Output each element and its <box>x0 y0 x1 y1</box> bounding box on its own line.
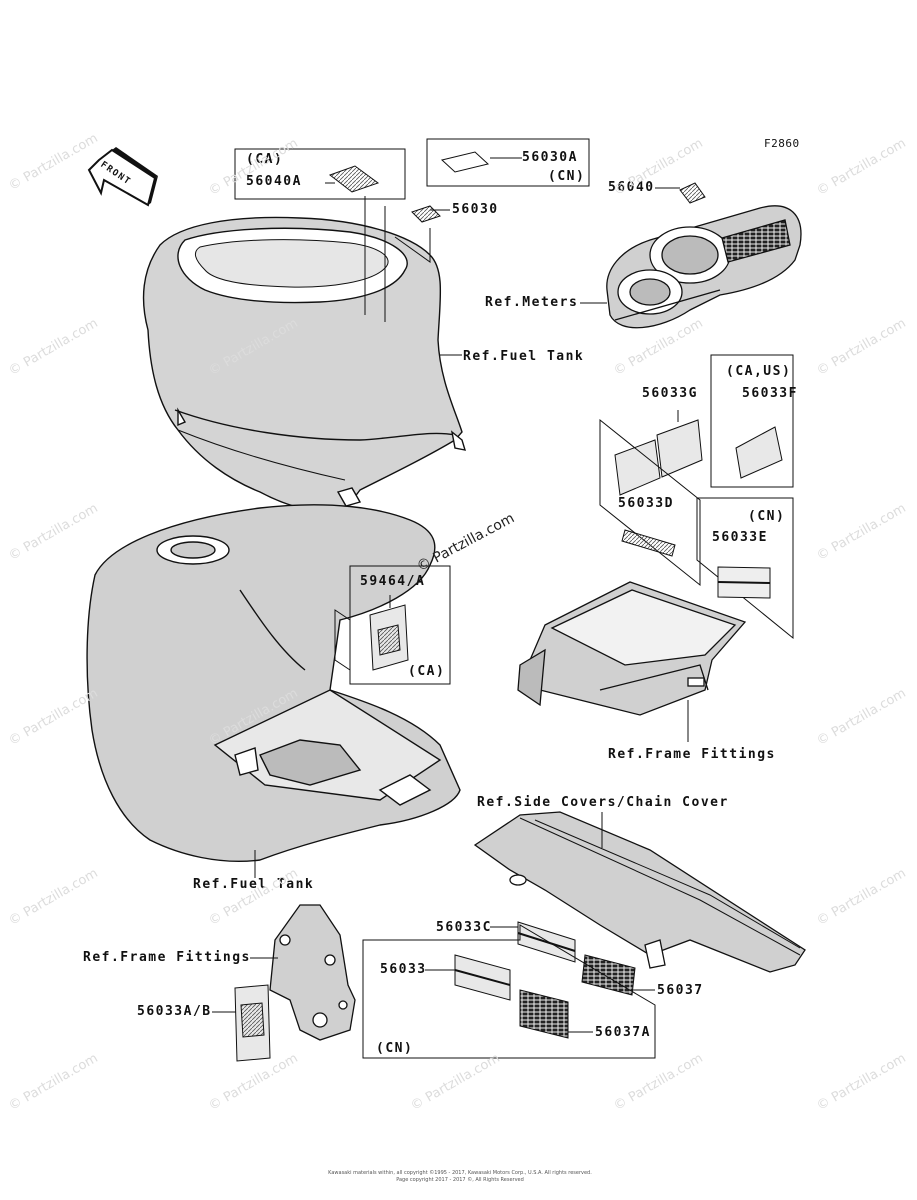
cn-box-56030a <box>426 138 590 187</box>
label-59464a: 59464/A <box>360 574 426 589</box>
label-ref-frame-fittings-left: Ref.Frame Fittings <box>83 950 251 965</box>
frame-bracket <box>269 904 356 1041</box>
frame-fittings-tray <box>517 581 747 716</box>
decal-56040 <box>679 182 706 204</box>
figure-id: F2860 <box>764 137 800 150</box>
meters-assembly <box>606 205 802 329</box>
label-ca-56040a: (CA) <box>246 152 284 167</box>
decal-56030a <box>440 151 490 173</box>
fuel-tank-cover-top <box>142 216 467 513</box>
label-cn-bottom: (CN) <box>376 1041 414 1056</box>
ca-box-56040a <box>234 148 406 200</box>
label-cn-56030a: (CN) <box>548 169 586 184</box>
label-56033: 56033 <box>380 962 427 977</box>
label-ref-fuel-tank-top: Ref.Fuel Tank <box>463 349 585 364</box>
label-ref-side-covers: Ref.Side Covers/Chain Cover <box>477 795 729 810</box>
label-cn-56033e: (CN) <box>748 509 786 524</box>
label-ca-59464: (CA) <box>408 664 446 679</box>
label-56040a: 56040A <box>246 174 302 189</box>
label-56030: 56030 <box>452 202 499 217</box>
decal-56030 <box>411 205 441 223</box>
label-ref-frame-fittings-right: Ref.Frame Fittings <box>608 747 776 762</box>
leader-lines-top <box>325 157 680 356</box>
copyright-line-1: Kawasaki materials within, all copyright… <box>328 1170 592 1176</box>
ca-us-box <box>710 354 794 488</box>
label-56030a: 56030A <box>522 150 578 165</box>
chain-cover <box>473 811 806 973</box>
decal-56037a <box>519 989 569 1039</box>
cn-box-bottom <box>362 924 656 1059</box>
decal-56033f <box>735 426 783 479</box>
label-56033e: 56033E <box>712 530 768 545</box>
decal-56033g <box>614 419 703 496</box>
label-56033d: 56033D <box>618 496 674 511</box>
decal-56033d <box>621 529 676 557</box>
label-ref-fuel-tank-bottom: Ref.Fuel Tank <box>193 877 315 892</box>
label-ref-meters: Ref.Meters <box>485 295 579 310</box>
decal-56040a <box>328 165 380 193</box>
copyright-line-2: Page copyright 2017 - 2017 ©, All Rights… <box>396 1177 524 1183</box>
cn-box-56033e <box>696 497 794 640</box>
label-56033g: 56033G <box>642 386 698 401</box>
label-56033f: 56033F <box>742 386 798 401</box>
front-arrow-icon <box>87 147 158 207</box>
label-56033ab: 56033A/B <box>137 1004 212 1019</box>
label-56040: 56040 <box>608 180 655 195</box>
label-56037: 56037 <box>657 983 704 998</box>
label-ca-us: (CA,US) <box>726 364 792 379</box>
label-56037a: 56037A <box>595 1025 651 1040</box>
fuel-tank-bottom <box>86 504 461 862</box>
label-56033c: 56033C <box>436 920 492 935</box>
